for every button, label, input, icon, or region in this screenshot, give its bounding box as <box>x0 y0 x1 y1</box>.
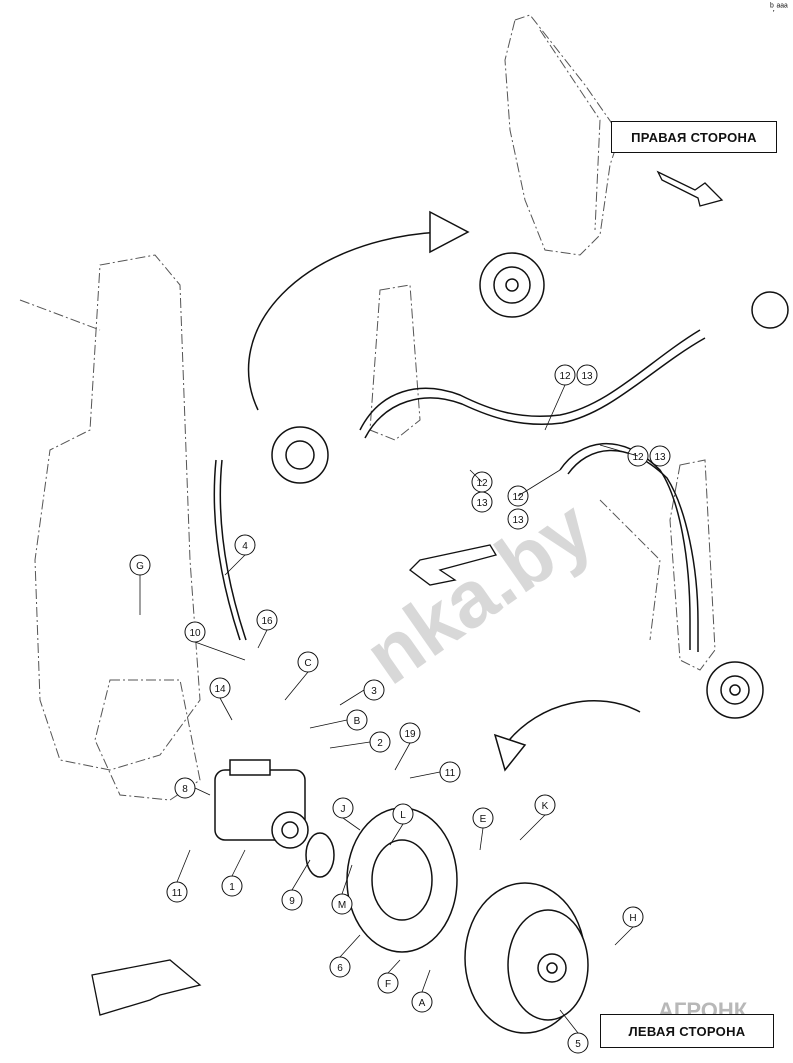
callout-h: H <box>622 906 644 928</box>
svg-text:11: 11 <box>445 768 456 779</box>
callout-11a: 11 <box>439 761 461 783</box>
callout-13d: 13 <box>507 508 529 530</box>
svg-text:8: 8 <box>182 784 188 795</box>
svg-text:3: 3 <box>371 686 377 697</box>
right-side-label: ПРАВАЯ СТОРОНА <box>611 121 777 153</box>
svg-text:13: 13 <box>581 371 593 382</box>
callout-3: 3 <box>363 679 385 701</box>
callout-c: C <box>297 651 319 673</box>
svg-text:C: C <box>304 658 311 669</box>
leader-lines <box>139 384 639 1034</box>
svg-text:19: 19 <box>404 729 416 740</box>
callout-2: 2 <box>369 731 391 753</box>
wheel-motors <box>214 252 789 1034</box>
svg-text:13: 13 <box>512 515 524 526</box>
hydraulic-lines <box>213 329 706 652</box>
svg-text:12: 12 <box>559 371 571 382</box>
direction-arrows <box>91 170 724 1016</box>
callouts: 12 13 12 13 12 13 12 13 4 G 10 16 C 3 14… <box>129 364 671 1054</box>
svg-text:11: 11 <box>172 888 183 899</box>
left-side-label: ЛЕВАЯ СТОРОНА <box>600 1014 774 1048</box>
callout-11b: 11 <box>166 881 188 903</box>
callout-9: 9 <box>281 889 303 911</box>
svg-text:2: 2 <box>377 738 383 749</box>
callout-13c: 13 <box>471 491 493 513</box>
svg-text:16: 16 <box>261 616 273 627</box>
svg-text:1: 1 <box>229 882 235 893</box>
svg-text:12: 12 <box>632 452 644 463</box>
callout-14: 14 <box>209 677 231 699</box>
callout-g: G <box>129 554 151 576</box>
callout-l: L <box>392 803 414 825</box>
svg-text:E: E <box>480 814 487 825</box>
svg-text:K: K <box>542 801 549 812</box>
callout-8: 8 <box>174 777 196 799</box>
svg-text:M: M <box>338 900 346 911</box>
rotation-arrows <box>247 210 641 772</box>
callout-5: 5 <box>567 1032 589 1054</box>
callout-4: 4 <box>234 534 256 556</box>
callout-a: A <box>411 991 433 1013</box>
callout-12a: 12 <box>554 364 576 386</box>
svg-text:G: G <box>136 561 144 572</box>
callout-k: K <box>534 794 556 816</box>
callout-13b: 13 <box>649 445 671 467</box>
callout-16: 16 <box>256 609 278 631</box>
callout-m: M <box>331 893 353 915</box>
svg-text:13: 13 <box>476 498 488 509</box>
corner-mark: ᵇ᷊ ᵃᵃᵃ <box>770 2 788 13</box>
svg-text:5: 5 <box>575 1039 581 1050</box>
svg-text:4: 4 <box>242 541 248 552</box>
svg-text:A: A <box>419 998 426 1009</box>
callout-b: B <box>346 709 368 731</box>
callout-1: 1 <box>221 875 243 897</box>
svg-text:B: B <box>354 716 361 727</box>
svg-text:H: H <box>629 913 636 924</box>
watermark: nka.by <box>349 482 608 701</box>
svg-text:12: 12 <box>512 492 524 503</box>
callout-13a: 13 <box>576 364 598 386</box>
svg-text:10: 10 <box>189 628 201 639</box>
svg-text:L: L <box>400 810 406 821</box>
callout-6: 6 <box>329 956 351 978</box>
svg-text:9: 9 <box>289 896 295 907</box>
svg-text:J: J <box>341 804 346 815</box>
callout-10: 10 <box>184 621 206 643</box>
callout-f: F <box>377 972 399 994</box>
svg-text:14: 14 <box>214 684 226 695</box>
svg-text:13: 13 <box>654 452 666 463</box>
svg-text:6: 6 <box>337 963 343 974</box>
svg-text:12: 12 <box>476 478 488 489</box>
frame-outlines <box>19 14 716 801</box>
callout-e: E <box>472 807 494 829</box>
callout-j: J <box>332 797 354 819</box>
svg-text:F: F <box>385 979 391 990</box>
callout-19: 19 <box>399 722 421 744</box>
